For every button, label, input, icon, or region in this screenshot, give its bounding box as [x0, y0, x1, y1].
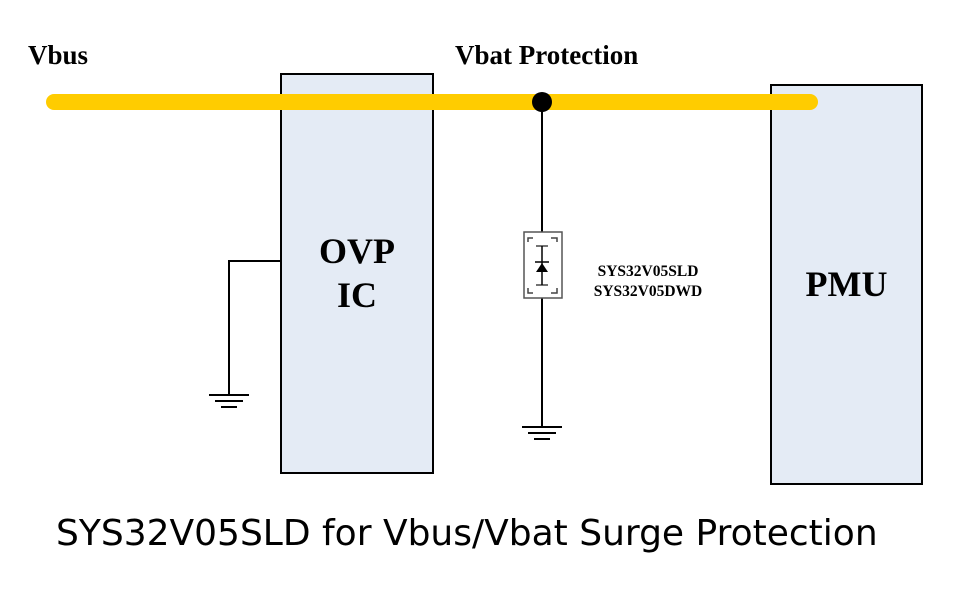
ovp-ic-label-line2: IC — [336, 275, 377, 315]
vbat-protection-label: Vbat Protection — [455, 40, 639, 70]
ground-symbol-icon — [522, 426, 562, 440]
part-number-labels: SYS32V05SLD SYS32V05DWD — [573, 262, 723, 302]
tvs-diode-icon — [523, 231, 563, 299]
ovp-ic-label-line1: OVP — [319, 231, 395, 271]
ovp-ground-wire — [228, 260, 281, 395]
ground-symbol-icon — [209, 394, 249, 408]
vbus-label: Vbus — [28, 40, 89, 70]
part-number-1: SYS32V05SLD — [597, 263, 699, 280]
pmu-label: PMU — [805, 264, 888, 304]
diagram-caption: SYS32V05SLD for Vbus/Vbat Surge Protecti… — [56, 513, 878, 554]
ovp-ic-block — [280, 73, 434, 474]
ovp-ic-label: OVP IC — [281, 229, 433, 317]
pmu-block — [770, 84, 923, 485]
part-number-2: SYS32V05DWD — [593, 283, 703, 300]
junction-dot-icon — [532, 92, 552, 112]
